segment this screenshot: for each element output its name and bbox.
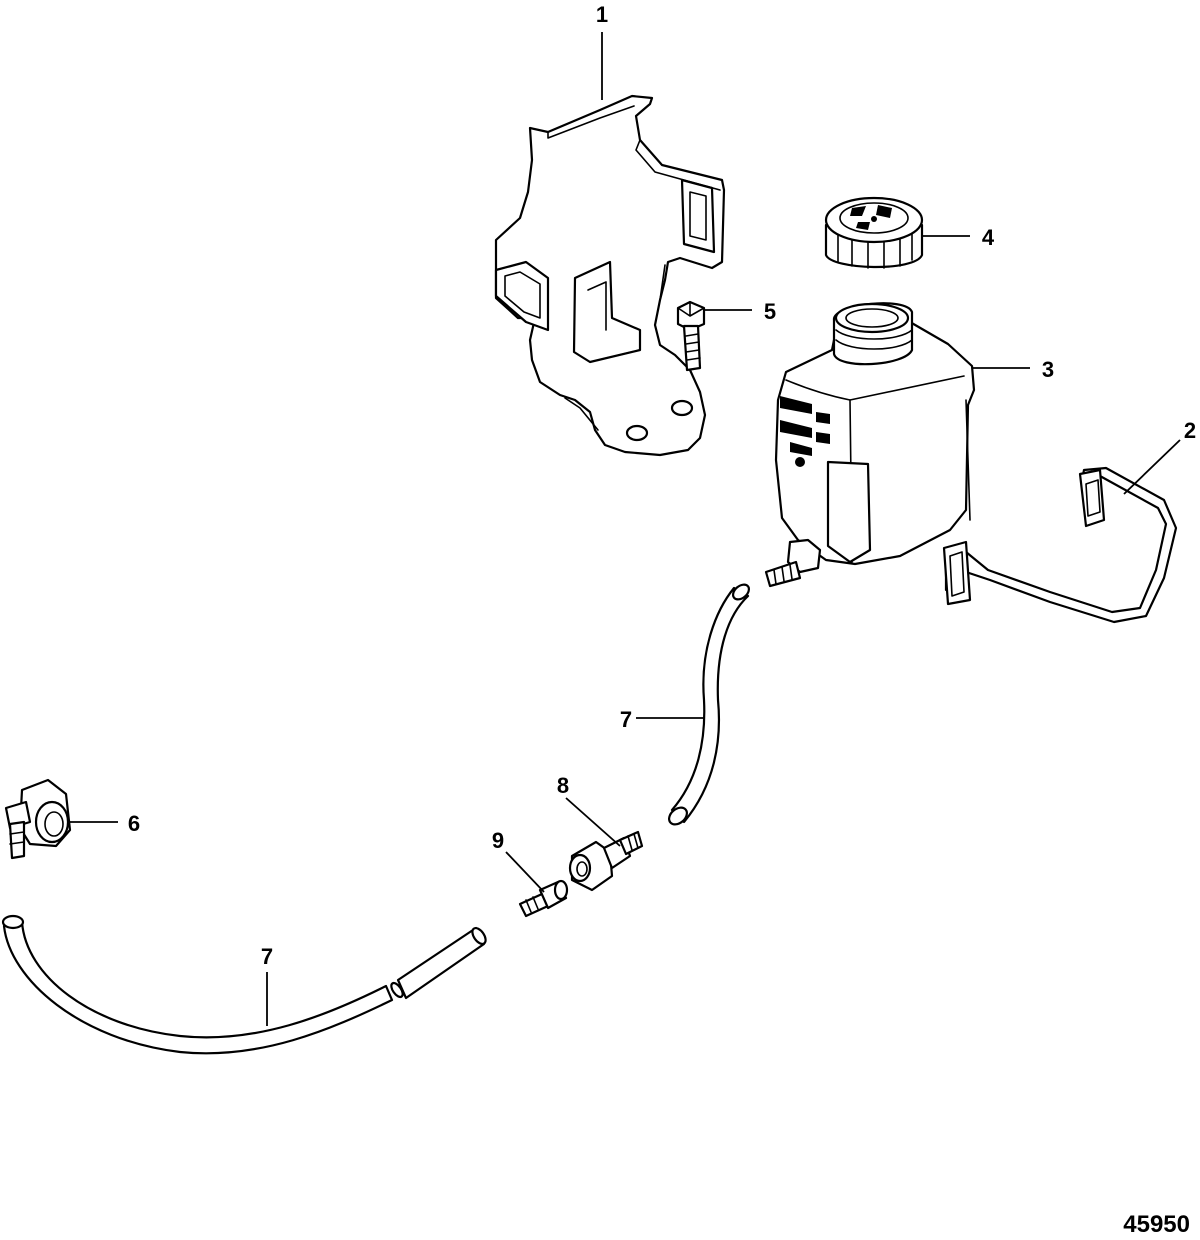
bolt [676, 300, 706, 372]
callout-7-upper: 7 [620, 707, 632, 732]
hose-lower [1, 914, 487, 1055]
callout-3: 3 [1042, 357, 1054, 382]
figure-number: 45950 [1123, 1211, 1190, 1238]
hose-upper [668, 583, 750, 826]
callout-7-lower: 7 [261, 944, 273, 969]
callout-1: 1 [596, 2, 608, 27]
callout-4: 4 [982, 225, 995, 250]
callout-2: 2 [1184, 418, 1196, 443]
callout-5: 5 [764, 299, 776, 324]
barb-fitting [518, 879, 569, 918]
callout-8: 8 [557, 773, 569, 798]
reservoir [764, 302, 976, 588]
callout-6: 6 [128, 811, 140, 836]
mounting-bracket [494, 94, 726, 457]
elbow-fitting [4, 778, 72, 860]
strap [942, 466, 1178, 624]
connector-fitting [568, 830, 644, 892]
callout-9: 9 [492, 828, 504, 853]
fill-cap [824, 196, 924, 269]
callouts: 1 4 5 3 2 7 8 6 9 7 [128, 2, 1196, 969]
leader-lines [70, 32, 1181, 1026]
